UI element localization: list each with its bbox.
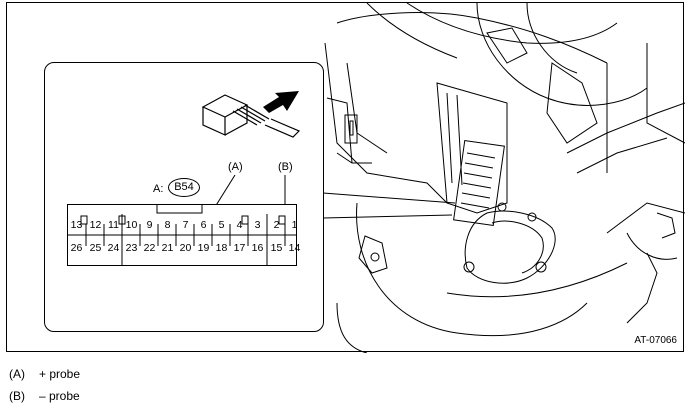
legend-key: (A) (9, 367, 25, 381)
connector-callout: (A) (B) A: B54 (44, 62, 324, 332)
legend-text: + probe (39, 367, 81, 381)
pin-8: 8 (164, 219, 171, 231)
legend-text: – probe (39, 389, 80, 403)
connector-id-badge: B54 (168, 178, 200, 197)
pin-16: 16 (251, 242, 264, 254)
pin-23: 23 (125, 242, 138, 254)
pin-22: 22 (143, 242, 156, 254)
diagram-frame: (A) (B) A: B54 (6, 2, 685, 353)
figure-code: AT-07066 (634, 335, 677, 346)
pin-10: 10 (125, 219, 138, 231)
pin-19: 19 (197, 242, 210, 254)
probe-a-label: (A) (228, 161, 243, 173)
pin-grid-lines (66, 203, 297, 266)
pin-9: 9 (146, 219, 153, 231)
connector-probe-icon (201, 91, 301, 138)
pin-21: 21 (161, 242, 174, 254)
pin-18: 18 (215, 242, 228, 254)
pin-25: 25 (89, 242, 102, 254)
probe-leader-lines (204, 174, 286, 224)
pin-2: 2 (273, 219, 280, 231)
pin-17: 17 (233, 242, 246, 254)
pin-15: 15 (270, 242, 283, 254)
connector-label: A: (153, 183, 164, 195)
pin-12: 12 (89, 219, 102, 231)
pin-4: 4 (236, 219, 243, 231)
vehicle-scene-illustration (322, 3, 685, 353)
pin-5: 5 (218, 219, 225, 231)
pin-11: 11 (108, 219, 119, 231)
pin-3: 3 (254, 219, 261, 231)
legend-key: (B) (9, 389, 25, 403)
pin-24: 24 (107, 242, 120, 254)
legend-item-b: (B) – probe (9, 389, 80, 403)
pin-13: 13 (70, 219, 83, 231)
pin-14: 14 (288, 242, 301, 254)
pin-7: 7 (182, 219, 189, 231)
pin-26: 26 (70, 242, 83, 254)
pin-1: 1 (291, 219, 298, 231)
pin-6: 6 (200, 219, 207, 231)
pin-20: 20 (179, 242, 192, 254)
legend-item-a: (A) + probe (9, 367, 80, 381)
probe-b-label: (B) (278, 161, 293, 173)
